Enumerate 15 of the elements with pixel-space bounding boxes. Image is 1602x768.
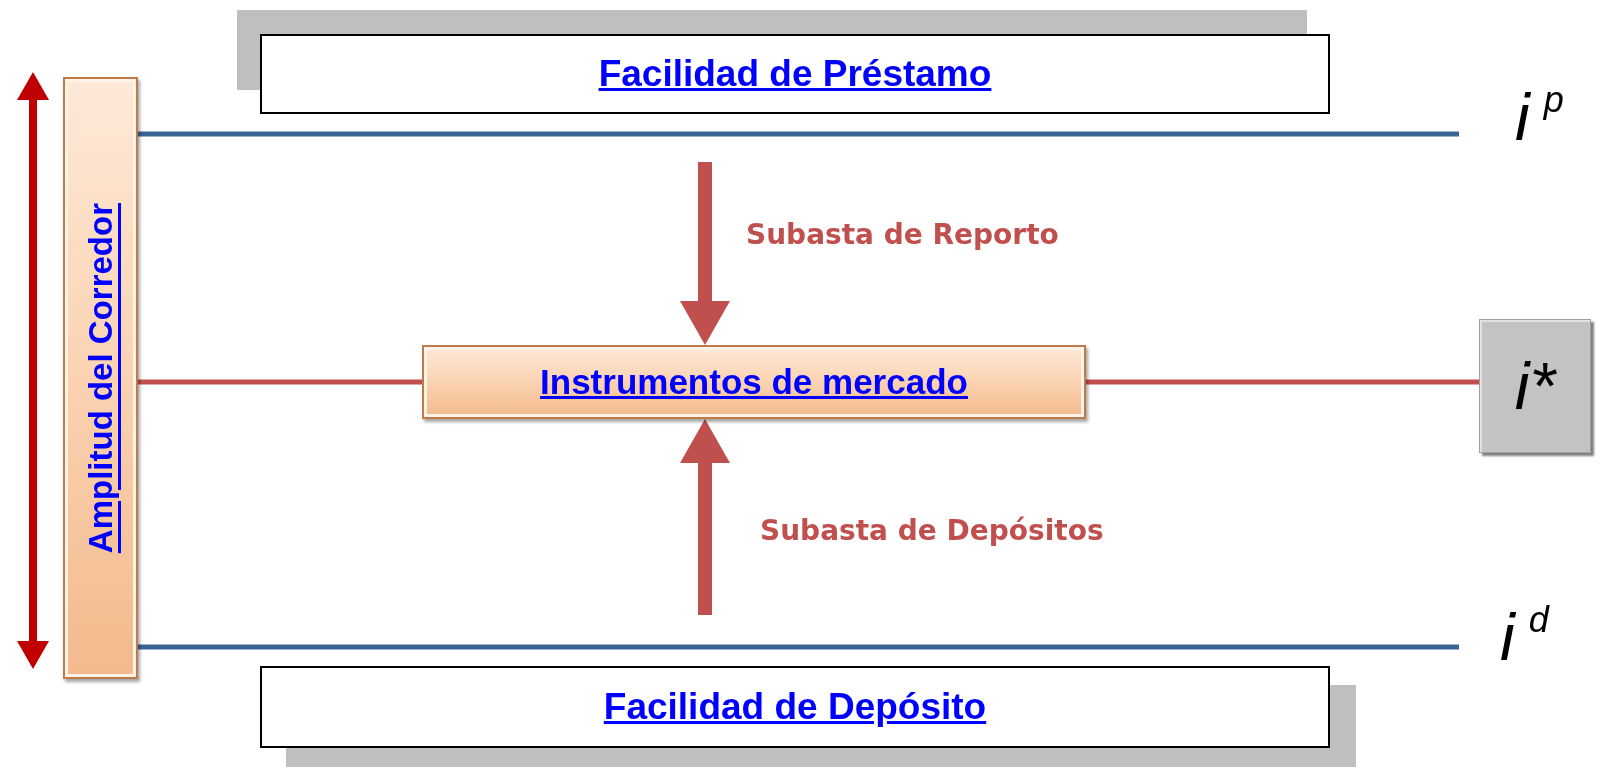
rate-symbol: i*: [1514, 353, 1556, 419]
connector-line: [138, 379, 422, 385]
rate-symbol: i$^{d}$: [1500, 602, 1549, 670]
link-text: Amplitud del Corredor: [81, 202, 120, 554]
arrow: [680, 419, 730, 615]
vertical-bar: [63, 77, 138, 679]
link-text: Facilidad de Préstamo: [598, 53, 992, 95]
link-text: Instrumentos de mercado: [540, 362, 968, 402]
instrument-box: [422, 345, 1086, 419]
rate-box: [1479, 319, 1591, 453]
connector-line: [1086, 379, 1479, 385]
edge-label: Subasta de Depósitos: [760, 514, 1104, 547]
rate-symbol: i$^{p}$: [1515, 82, 1564, 150]
link-text: Facilidad de Depósito: [603, 686, 987, 728]
arrow: [680, 162, 730, 345]
